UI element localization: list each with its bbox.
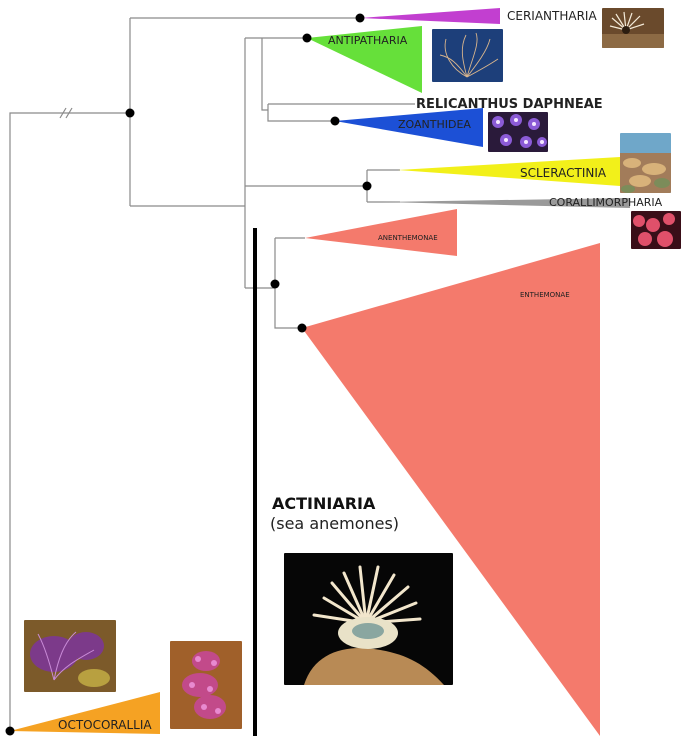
scleractinia-photo: [620, 133, 671, 193]
octocorallia-label: OCTOCORALLIA: [58, 718, 152, 732]
ceriantharia-triangle: [360, 8, 500, 24]
octocorallia-photo-2: [170, 641, 242, 729]
corallimorpharia-label: CORALLIMORPHARIA: [549, 196, 663, 209]
anenthemonae-label: ANENTHEMONAE: [378, 234, 438, 242]
scleractinia-label: SCLERACTINIA: [520, 166, 607, 180]
ceriantharia-label: CERIANTHARIA: [507, 9, 597, 23]
ceriantharia-photo: [602, 8, 664, 48]
anenthemonae-triangle: [305, 209, 457, 256]
corallimorpharia-photo: [631, 211, 681, 249]
zoanthidea-label: ZOANTHIDEA: [398, 118, 471, 131]
zoanthidea-photo: [488, 112, 548, 152]
relicanthus-label: RELICANTHUS DAPHNEAE: [416, 97, 603, 112]
actiniaria-photo: [284, 553, 453, 685]
actiniaria-subtitle: (sea anemones): [270, 514, 399, 533]
antipatharia-photo: [432, 29, 503, 82]
actiniaria-title: ACTINIARIA: [272, 494, 375, 513]
enthemonae-label: ENTHEMONAE: [520, 291, 570, 299]
antipatharia-label: ANTIPATHARIA: [328, 34, 408, 47]
actiniaria-bracket: [253, 228, 257, 736]
octocorallia-photo-1: [24, 620, 116, 692]
